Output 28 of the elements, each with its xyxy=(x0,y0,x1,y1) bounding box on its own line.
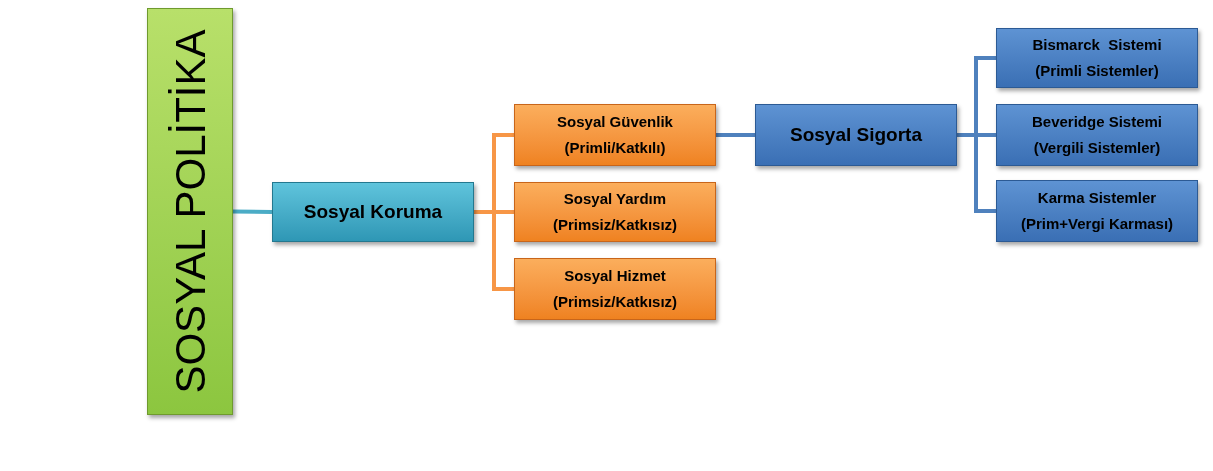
process-box xyxy=(514,182,716,242)
box-heading: Sosyal Yardım xyxy=(563,189,667,209)
process-box xyxy=(996,180,1198,242)
box-subtitle: (Primsiz/Katkısız) xyxy=(552,215,678,235)
box-subtitle: (Primli/Katkılı) xyxy=(564,138,666,158)
process-box xyxy=(514,104,716,166)
box-heading: Sosyal Güvenlik xyxy=(557,112,673,132)
box-heading: Bismarck Sistemi xyxy=(1032,35,1162,55)
box-subtitle: (Prim+Vergi Karması) xyxy=(1020,214,1174,234)
connector-line xyxy=(474,210,514,291)
process-box xyxy=(514,258,716,320)
vertical-title: SOSYAL POLİTİKA xyxy=(165,29,215,394)
box-heading: Sosyal Sigorta xyxy=(790,123,922,147)
box-heading: Karma Sistemler xyxy=(1037,188,1157,208)
title-bar xyxy=(147,8,233,415)
process-box xyxy=(272,182,474,242)
box-subtitle: (Primli Sistemler) xyxy=(1035,61,1159,81)
connector-line xyxy=(232,209,273,214)
process-box xyxy=(996,104,1198,166)
box-subtitle: (Vergili Sistemler) xyxy=(1033,138,1161,158)
process-box xyxy=(755,104,957,166)
box-subtitle: (Primsiz/Katkısız) xyxy=(552,292,678,312)
connector-line xyxy=(716,133,755,137)
connector-line xyxy=(957,133,996,213)
box-heading: Sosyal Koruma xyxy=(303,200,443,224)
box-heading: Beveridge Sistemi xyxy=(1031,112,1163,132)
box-heading: Sosyal Hizmet xyxy=(564,266,666,286)
process-box xyxy=(996,28,1198,88)
